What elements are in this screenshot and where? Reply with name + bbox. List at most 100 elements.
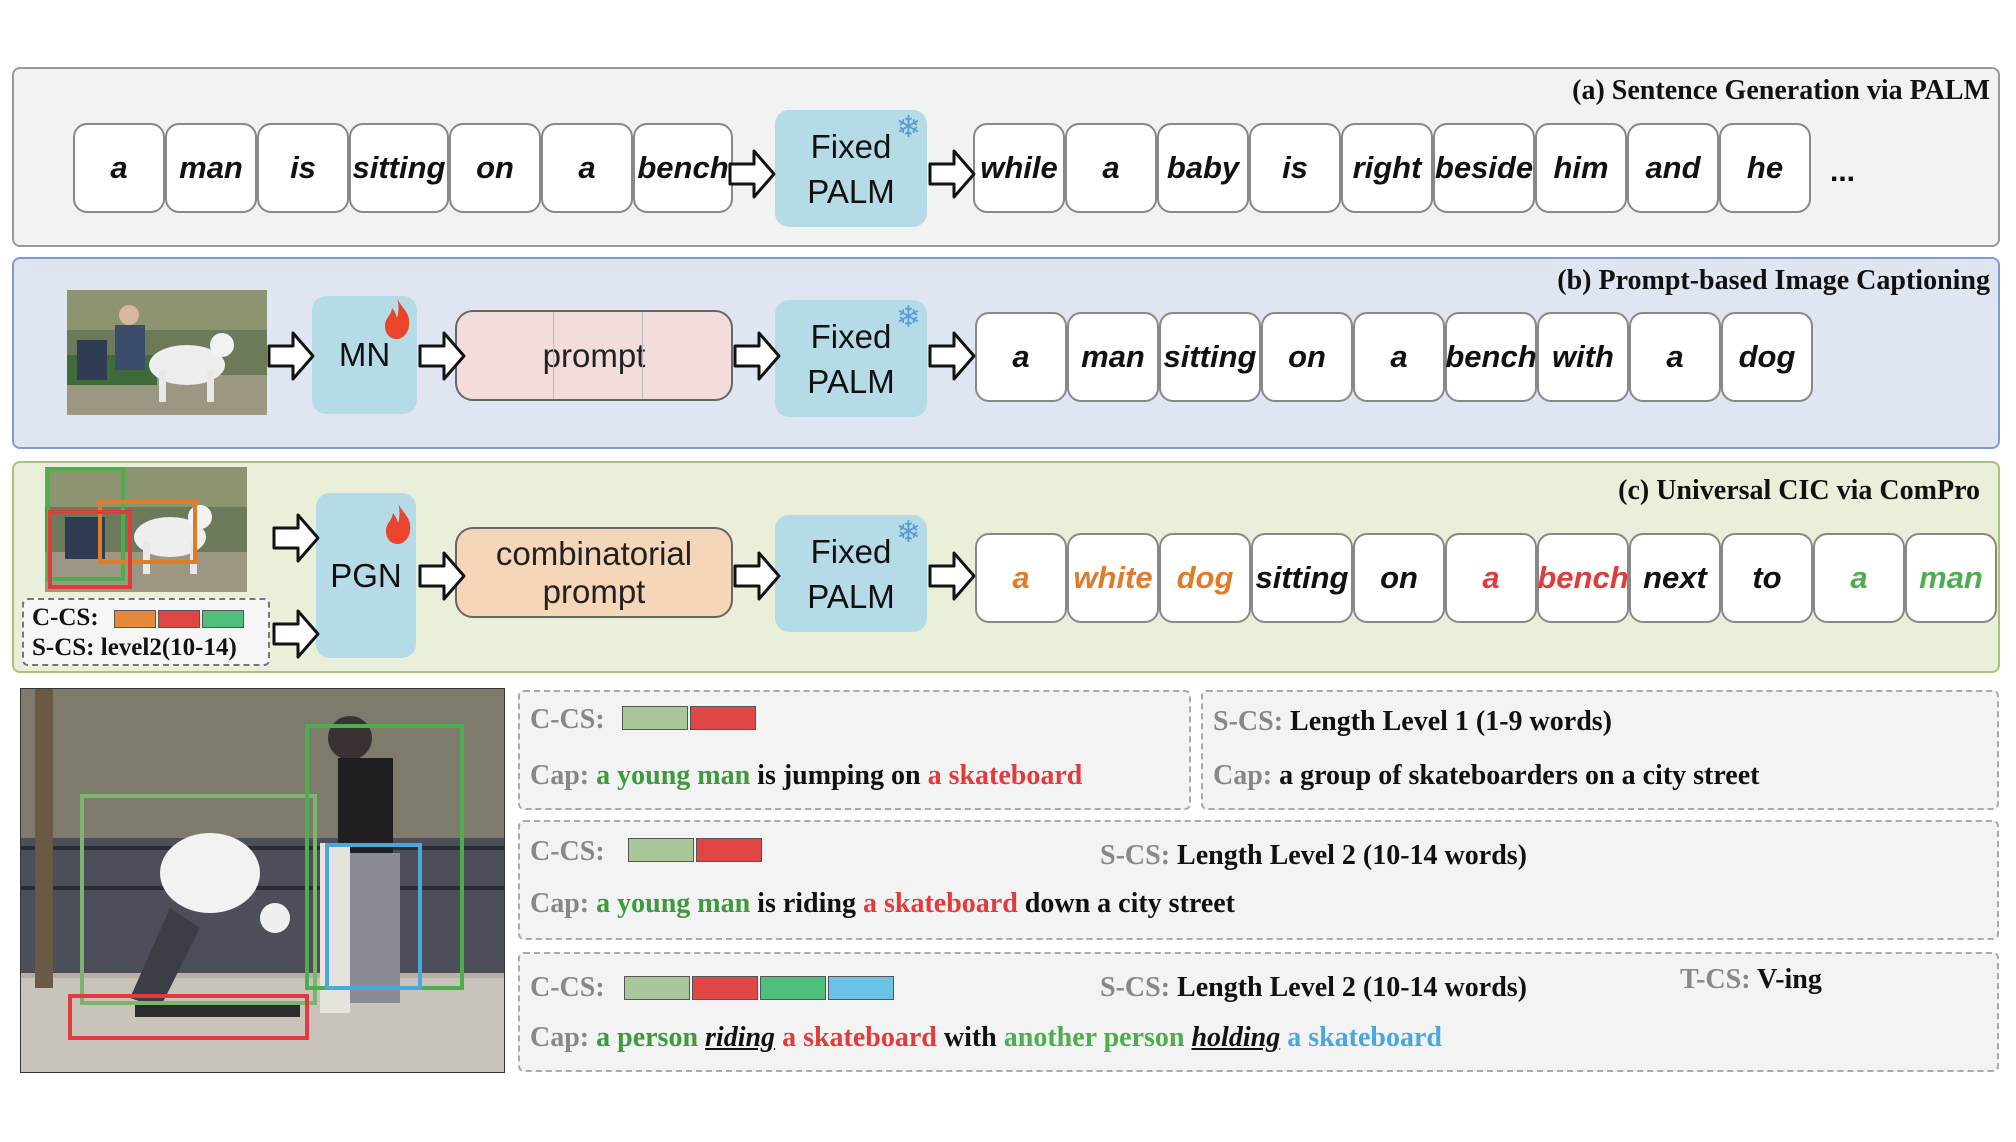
bar-green [202,610,244,628]
snowflake-icon: ❄ [895,301,921,334]
example-3-box: C-CS: S-CS: Length Level 2 (10-14 words)… [518,820,1999,940]
cap-part: a young man [596,888,751,919]
prompt-label: prompt [542,336,646,374]
scs-label: S-CS: [1100,840,1171,871]
token: a [1813,533,1905,623]
token: a [1065,123,1157,213]
scs-line: S-CS: Length Level 2 (10-14 words) [1100,840,1527,872]
token: on [1261,312,1353,402]
arrow-icon [272,609,320,659]
token: to [1721,533,1813,623]
arrow-icon [418,551,466,601]
arrow-icon [418,331,466,381]
ccs-label: C-CS: [530,704,605,735]
token: man [1067,312,1159,402]
bar-red [696,838,762,862]
prompt-box: prompt [455,310,733,401]
cap-part: is jumping on [757,760,921,791]
token: is [257,123,349,213]
arrow-icon [267,331,315,381]
ccs-label: C-CS: [530,972,605,1003]
bar-teal [760,976,826,1000]
scs-level: Length Level 2 (10-14 words) [1177,972,1527,1003]
cap-label: Cap: [530,760,590,791]
token: a [1629,312,1721,402]
caption-line: Cap: a young man is riding a skateboard … [530,888,1235,920]
ccs-label: C-CS: [32,604,99,631]
tcs-line: T-CS: V-ing [1680,964,1822,996]
cap-part: riding [705,1022,776,1053]
scs-line: S-CS: Length Level 2 (10-14 words) [1100,972,1527,1004]
bar-green [622,706,688,730]
mn-label: MN [338,336,391,373]
mn-module: MN [312,296,417,414]
palm-label-1: Fixed [810,127,892,165]
arrow-icon [928,551,976,601]
token: a [1445,533,1537,623]
token: on [1353,533,1445,623]
token: a [1353,312,1445,402]
cap-text: a group of skateboarders on a city stree… [1279,760,1760,791]
token: white [1067,533,1159,623]
panel-b-title: (b) Prompt-based Image Captioning [1557,265,1990,296]
bar-green [624,976,690,1000]
token: sitting [349,123,449,213]
bar-red [692,976,758,1000]
palm-label-1: Fixed [810,532,892,570]
token: a [73,123,165,213]
caption-line: Cap: a young man is jumping on a skatebo… [530,760,1082,792]
cap-label: Cap: [530,1022,590,1053]
scs-level: Length Level 2 (10-14 words) [1177,840,1527,871]
token: is [1249,123,1341,213]
scs-label: S-CS: [1213,706,1284,737]
cap-part: a skateboard [862,888,1018,919]
bar-green [628,838,694,862]
ccs-label: C-CS: [530,836,605,867]
ccs-bars [114,610,246,628]
arrow-icon [733,551,781,601]
token: a [541,123,633,213]
panel-c-title: (c) Universal CIC via ComPro [1618,475,1980,506]
cap-part: a skateboard [927,760,1083,791]
scs-level: Length Level 1 (1-9 words) [1290,706,1612,737]
caption-line: Cap: a person riding a skateboard with a… [530,1022,1442,1054]
token: and [1627,123,1719,213]
token: baby [1157,123,1249,213]
scs-line: S-CS: Length Level 1 (1-9 words) [1213,706,1612,738]
prompt-label-2: prompt [542,572,646,610]
pgn-label: PGN [330,556,402,594]
arrow-icon [928,149,976,199]
image-man-dog-bench [67,290,267,415]
control-signals-box: C-CS: S-CS: level2(10-14) [22,598,270,666]
token: bench [1537,533,1629,623]
token: bench [1445,312,1537,402]
ccs-bars [628,838,764,862]
token: on [449,123,541,213]
caption-line: Cap: a group of skateboarders on a city … [1213,760,1760,792]
arrow-icon [733,331,781,381]
panel-a-palm: Fixed PALM ❄ [775,110,927,227]
cap-part: a young man [596,760,751,791]
token: man [1905,533,1997,623]
image-skateboarders [20,688,505,1073]
token: beside [1433,123,1535,213]
palm-label-2: PALM [807,577,895,615]
palm-label-2: PALM [807,362,895,400]
prompt-label-1: combinatorial [495,534,693,572]
cap-part: down a city street [1024,888,1235,919]
arrow-icon [928,331,976,381]
cap-part: a person [596,1022,699,1053]
palm-label-2: PALM [807,172,895,210]
cap-label: Cap: [530,888,590,919]
scs-label: S-CS: [1100,972,1171,1003]
token: with [1537,312,1629,402]
pgn-module: PGN [316,493,416,658]
token: bench [633,123,733,213]
flame-icon [385,298,410,339]
bar-red [690,706,756,730]
tcs-label: T-CS: [1680,964,1751,995]
token: a [975,533,1067,623]
tcs-value: V-ing [1757,964,1822,995]
bar-red [158,610,200,628]
token: sitting [1251,533,1353,623]
